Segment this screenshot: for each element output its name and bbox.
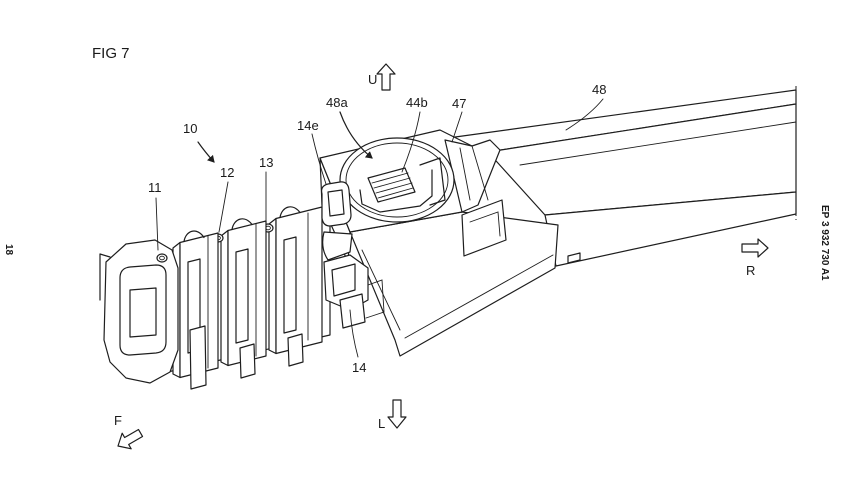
ring-11 (172, 230, 219, 390)
leader-11 (155, 197, 159, 251)
label-14e: 14e (297, 118, 319, 133)
publication-number: EP 3 932 730 A1 (819, 205, 830, 281)
label-down: L (378, 416, 385, 431)
label-12: 12 (220, 165, 234, 180)
leader-10 (197, 141, 215, 163)
leader-14e (311, 133, 327, 185)
label-down-left: F (114, 413, 122, 428)
label-14: 14 (352, 360, 366, 375)
label-48a: 48a (326, 95, 348, 110)
leader-lines (155, 98, 604, 358)
label-48: 48 (592, 82, 606, 97)
down-left-arrow-icon (117, 428, 144, 450)
figure-title: FIG 7 (92, 45, 130, 62)
ring-13 (262, 206, 323, 367)
clip-44b (359, 157, 446, 213)
label-44b: 44b (406, 95, 428, 110)
leader-44b (401, 111, 421, 173)
label-up: U (368, 72, 377, 87)
part-14e (321, 181, 353, 261)
leader-12 (218, 181, 229, 233)
right-arrow-icon (741, 238, 769, 258)
down-arrow-icon (387, 399, 407, 429)
up-arrow-icon (376, 63, 396, 91)
page-number: 18 (3, 244, 14, 256)
leader-14 (349, 309, 359, 358)
ring-12 (212, 218, 267, 379)
beam-48 (447, 86, 797, 267)
leader-47 (451, 111, 463, 143)
leader-48 (565, 98, 604, 131)
part-14 (323, 254, 385, 329)
label-13: 13 (259, 155, 273, 170)
end-cap (99, 239, 179, 384)
label-right: R (746, 263, 755, 278)
label-10: 10 (183, 121, 197, 136)
bolt-11 (156, 253, 168, 263)
label-47: 47 (452, 96, 466, 111)
label-11: 11 (148, 180, 162, 195)
leader-48a (339, 111, 373, 159)
